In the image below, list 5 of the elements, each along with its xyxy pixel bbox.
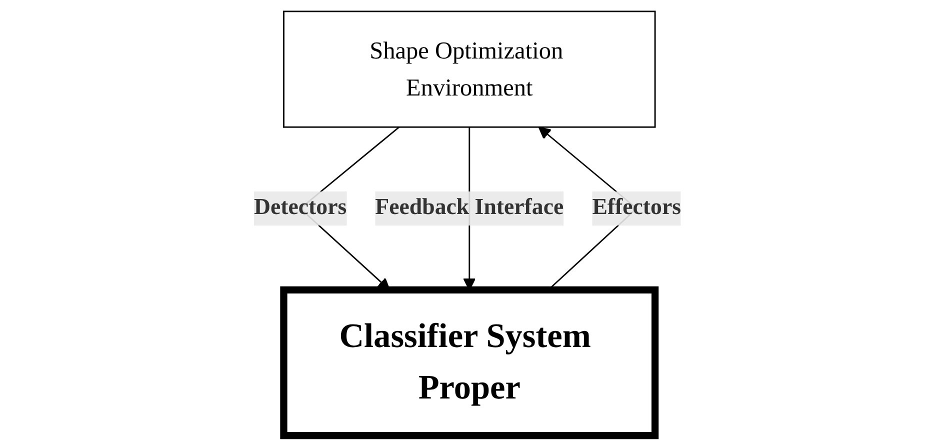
edge-label: Detectors — [254, 196, 347, 220]
edge-label: Feedback Interface — [375, 196, 564, 220]
node-box: Shape Optimization Environment — [283, 10, 656, 128]
node-box: Classifier System Proper — [280, 286, 659, 440]
edge-label: Effectors — [592, 196, 682, 220]
